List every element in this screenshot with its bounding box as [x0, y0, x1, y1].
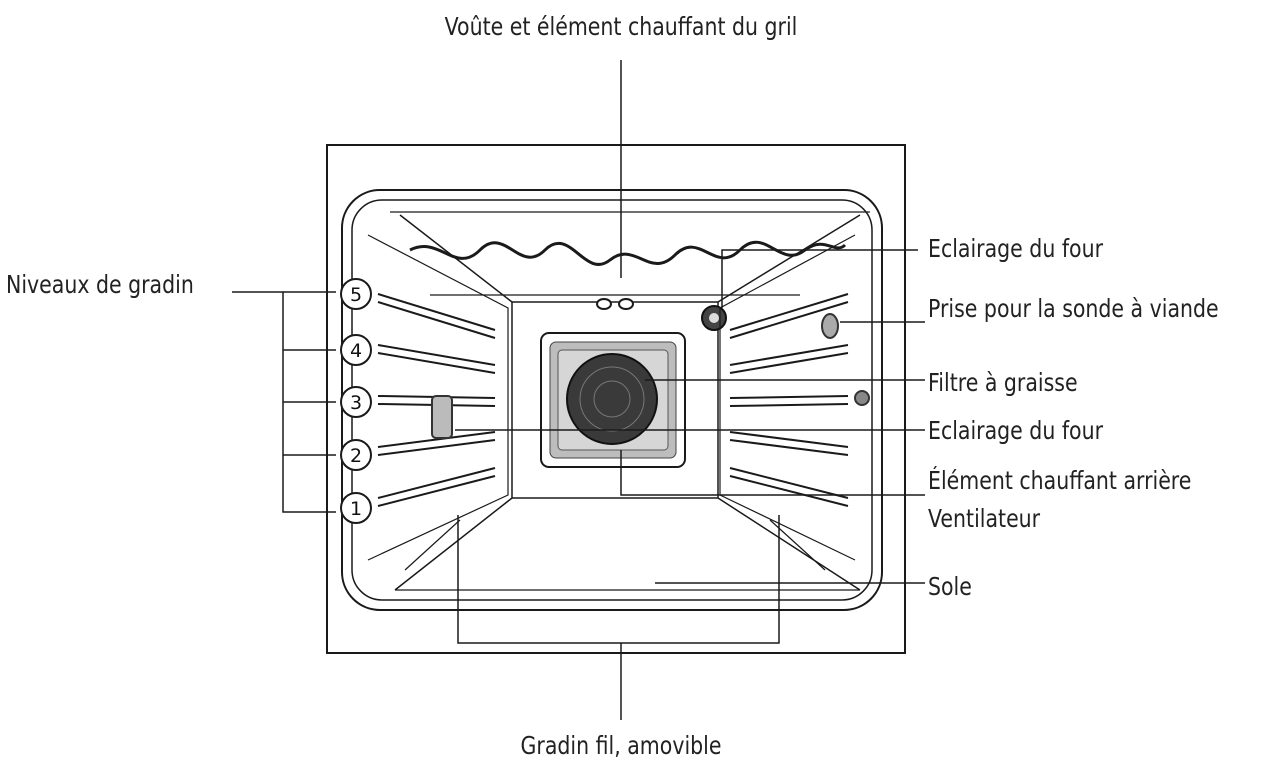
label-rear-heating-element: Élément chauffant arrière — [928, 468, 1191, 493]
left-oven-light — [432, 396, 452, 438]
rack-level-number: 5 — [350, 284, 362, 306]
probe-socket — [822, 314, 838, 338]
label-oven-light-top: Eclairage du four — [928, 236, 1103, 261]
rack-level-number: 2 — [350, 445, 362, 467]
label-fan: Ventilateur — [928, 506, 1040, 531]
label-removable-wire-rack: Gradin fil, amovible — [464, 733, 777, 758]
label-rack-levels: Niveaux de gradin — [6, 272, 194, 297]
rack-level-number: 4 — [350, 340, 362, 362]
label-oven-light-mid: Eclairage du four — [928, 418, 1103, 443]
rack-level-number: 1 — [350, 498, 362, 520]
rack-level-number: 3 — [350, 392, 362, 414]
label-roof-grill-element: Voûte et élément chauffant du gril — [437, 14, 806, 39]
label-floor: Sole — [928, 574, 972, 599]
rack-level-markers: 5 4 3 2 1 — [341, 279, 371, 523]
label-meat-probe-socket: Prise pour la sonde à viande — [928, 296, 1219, 321]
grill-element — [410, 242, 845, 264]
label-grease-filter: Filtre à graisse — [928, 370, 1078, 395]
